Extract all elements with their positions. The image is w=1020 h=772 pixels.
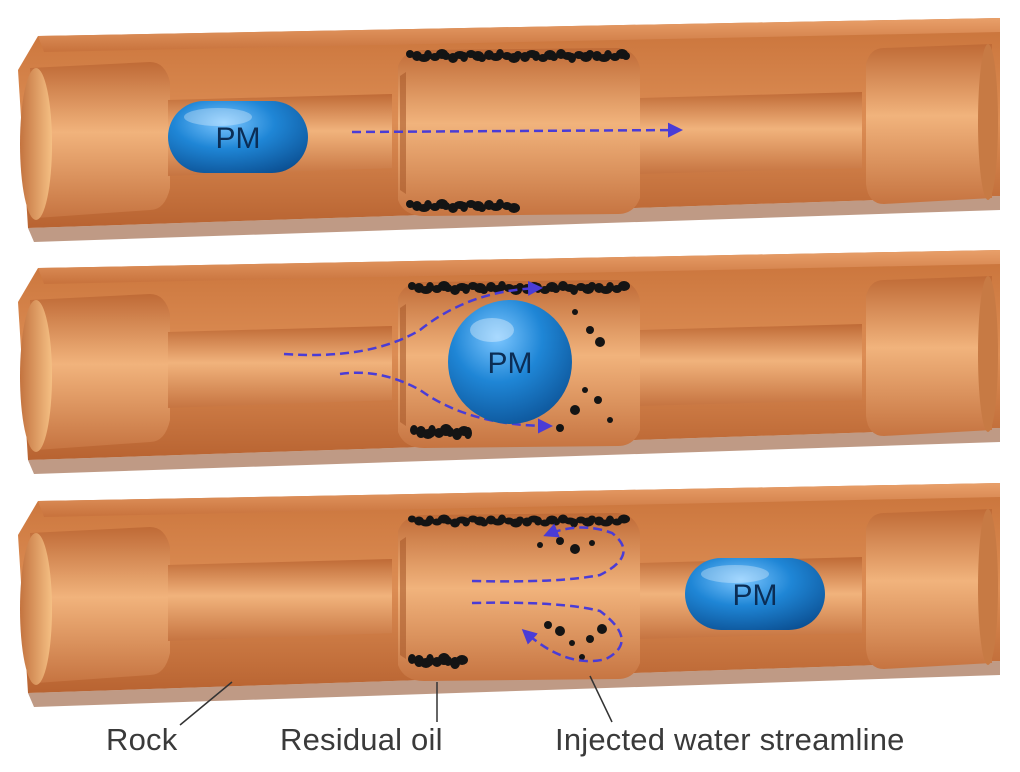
- right-opening: [978, 44, 998, 200]
- pore-shadow: [400, 304, 406, 426]
- oil-droplet: [570, 544, 580, 554]
- oil-droplet: [556, 537, 564, 545]
- rock-bottom-edge: [28, 428, 1000, 474]
- oil-droplet: [607, 417, 613, 423]
- right-opening: [978, 509, 998, 665]
- panel-2: PM: [18, 250, 1000, 474]
- pm-particle: PM: [168, 101, 308, 173]
- left-opening: [20, 68, 52, 220]
- oil-droplet: [569, 640, 575, 646]
- right-bore: [866, 509, 992, 669]
- streamline-path: [283, 280, 543, 357]
- streamline-path: [471, 601, 623, 663]
- left-bore: [30, 62, 170, 218]
- oil-droplet: [589, 540, 595, 546]
- residual-oil-label: Residual oil: [280, 722, 443, 757]
- panel-3: PM: [18, 483, 1000, 707]
- oil-droplet: [597, 624, 607, 634]
- left-bore: [30, 527, 170, 683]
- rock-bottom-edge: [28, 661, 1000, 707]
- pore-body: [398, 513, 640, 681]
- left-opening: [20, 300, 52, 452]
- panels-group: PM PM PM: [18, 18, 1000, 707]
- rock-top-wall: [38, 483, 1000, 517]
- oil-droplet: [595, 337, 605, 347]
- left-bore: [30, 294, 170, 450]
- pm-capsule-shape: [168, 101, 308, 173]
- rock-leader-line: [179, 681, 233, 726]
- pm-particle: PM: [448, 300, 572, 424]
- streamline-path: [351, 122, 683, 138]
- pm-label: PM: [488, 347, 533, 380]
- pm-label: PM: [216, 122, 261, 155]
- left-throat: [168, 559, 392, 641]
- oil-droplet: [586, 326, 594, 334]
- streamline-leader-line: [589, 675, 613, 723]
- right-opening: [978, 276, 998, 432]
- oil-droplet: [556, 424, 564, 432]
- left-opening: [20, 533, 52, 685]
- right-throat: [640, 92, 862, 174]
- streamline-label: Injected water streamline: [555, 722, 905, 757]
- oil-droplet: [572, 309, 578, 315]
- pore-shadow: [400, 537, 406, 659]
- left-throat: [168, 326, 392, 408]
- right-bore: [866, 44, 992, 204]
- rock-top-wall: [38, 18, 1000, 52]
- pm-highlight: [184, 108, 252, 126]
- oil-droplet: [555, 626, 565, 636]
- rock-bottom-edge: [28, 196, 1000, 242]
- rock-label: Rock: [106, 722, 178, 757]
- streamline-path: [471, 523, 625, 583]
- right-throat: [640, 324, 862, 406]
- pm-highlight: [701, 565, 769, 583]
- panel-1: PM: [18, 18, 1000, 242]
- pm-label: PM: [733, 579, 778, 612]
- right-bore: [866, 276, 992, 436]
- rock-top-wall: [38, 250, 1000, 284]
- pm-particle: PM: [685, 558, 825, 630]
- pm-sphere-shape: [448, 300, 572, 424]
- oil-droplet: [594, 396, 602, 404]
- pore-body: [398, 48, 640, 216]
- pore-shadow: [400, 72, 406, 194]
- oil-droplet: [582, 387, 588, 393]
- oil-droplet: [579, 654, 585, 660]
- oil-droplet: [570, 405, 580, 415]
- pm-capsule-shape: [685, 558, 825, 630]
- pm-highlight: [470, 318, 514, 342]
- oil-droplet: [586, 635, 594, 643]
- oil-droplet: [537, 542, 543, 548]
- oil-droplet: [544, 621, 552, 629]
